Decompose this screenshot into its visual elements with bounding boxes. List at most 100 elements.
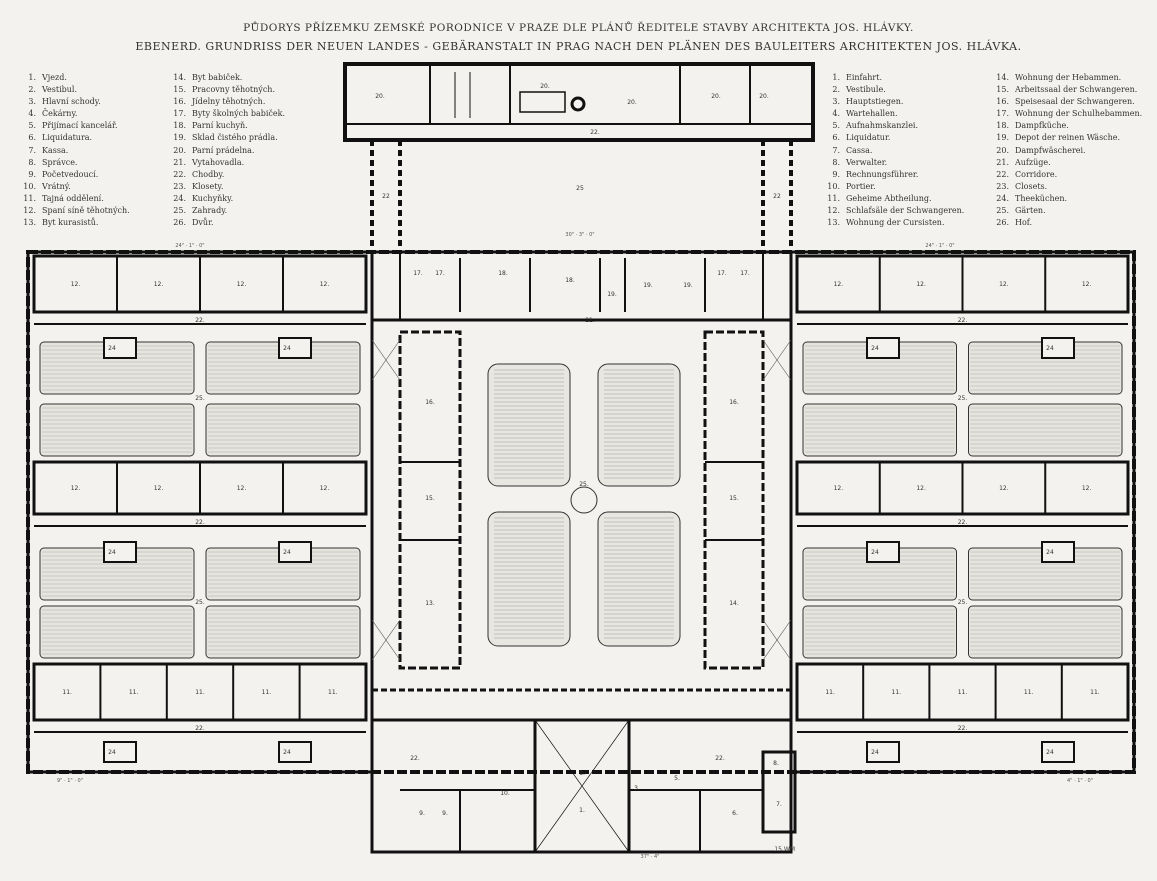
svg-text:15.: 15.	[729, 495, 739, 502]
legend-number: 7.	[28, 145, 36, 155]
legend-czech-col2: 14.Byt babiček.15.Pracovny těhotných.16.…	[172, 72, 285, 229]
legend-german-col1: 1.Einfahrt.2.Vestibule.3.Hauptstiegen.4.…	[826, 72, 964, 229]
legend-text: Geheime Abtheilung.	[846, 193, 932, 203]
right-wing: 12.12.12.12.22.12.12.12.12.22.11.11.11.1…	[795, 254, 1130, 763]
legend-number: 26.	[996, 218, 1009, 228]
central-block: 17.17. 18. 18. 19. 19.19. 17.17. 21. 16.…	[370, 250, 797, 854]
svg-text:18.: 18.	[565, 277, 575, 284]
legend-item: 9.Početvedoucí.	[22, 169, 130, 181]
svg-text:6.: 6.	[732, 810, 738, 817]
svg-text:21.: 21.	[585, 317, 595, 324]
legend-item: 24.Theeküchen.	[995, 193, 1142, 205]
legend-text: Wartehallen.	[846, 109, 898, 119]
legend-text: Pracovny těhotných.	[192, 85, 275, 95]
legend-number: 12.	[827, 206, 840, 216]
legend-text: Kuchyňky.	[192, 193, 234, 203]
legend-text: Corridore.	[1015, 169, 1058, 179]
legend-number: 8.	[832, 157, 840, 167]
legend-number: 10.	[827, 181, 840, 191]
svg-text:25.: 25.	[579, 481, 589, 488]
svg-text:12.: 12.	[320, 281, 330, 288]
legend-text: Byt babiček.	[192, 73, 243, 82]
left-wing: 12.12.12.12.22.12.12.12.12.22.11.11.11.1…	[32, 254, 368, 763]
legend-item: 20.Parní prádelna.	[172, 145, 285, 157]
legend-item: 1.Einfahrt.	[826, 72, 964, 84]
legend-number: 17.	[996, 109, 1009, 119]
svg-text:11.: 11.	[958, 689, 968, 696]
svg-text:12.: 12.	[834, 485, 844, 492]
legend-number: 24.	[996, 193, 1009, 203]
legend-item: 7.Kassa.	[22, 145, 130, 157]
legend-item: 12.Spaní síně těhotných.	[22, 205, 130, 217]
legend-text: Portier.	[846, 181, 876, 191]
legend-item: 20.Dampfwäscherei.	[995, 145, 1142, 157]
legend-item: 6.Liquidatura.	[22, 132, 130, 144]
legend-number: 18.	[173, 121, 186, 131]
legend-number: 6.	[28, 133, 36, 143]
svg-text:12.: 12.	[1082, 485, 1092, 492]
legend-number: 8.	[28, 157, 36, 167]
legend-item: 12. Schlafsäle der Schwangeren.	[826, 205, 964, 217]
svg-text:20.: 20.	[759, 93, 769, 100]
svg-text:22: 22	[773, 193, 781, 200]
legend-item: 19.Depot der reinen Wäsche.	[995, 132, 1142, 144]
svg-text:22.: 22.	[958, 519, 968, 526]
legend-text: Sklad čistého prádla.	[192, 133, 278, 143]
svg-text:11.: 11.	[62, 689, 72, 696]
legend-number: 4.	[832, 109, 840, 119]
svg-text:25.: 25.	[195, 599, 205, 606]
legend-text: Aufzüge.	[1015, 157, 1051, 167]
svg-text:12.: 12.	[999, 281, 1009, 288]
svg-text:11.: 11.	[262, 689, 272, 696]
legend-item: 18. Parní kuchyň.	[172, 120, 285, 132]
svg-text:20.: 20.	[627, 99, 637, 106]
svg-text:24: 24	[108, 345, 116, 352]
legend-text: Vrátný.	[42, 181, 71, 191]
legend-item: 15.Arbeitssaal der Schwangeren.	[995, 84, 1142, 96]
legend-item: 14. Wohnung der Hebammen.	[995, 72, 1142, 84]
legend-text: Byt kurasistů.	[42, 218, 99, 228]
svg-text:17.: 17.	[717, 270, 727, 277]
legend-item: 5.Přijímací kancelář.	[22, 120, 130, 132]
svg-text:24: 24	[108, 749, 116, 756]
legend-text: Parní prádelna.	[192, 145, 255, 155]
legend-number: 3.	[28, 97, 36, 107]
legend-item: 23.Klosety.	[172, 181, 285, 193]
svg-text:12.: 12.	[154, 485, 164, 492]
svg-text:12.: 12.	[320, 485, 330, 492]
legend-text: Dampfwäscherei.	[1015, 145, 1086, 155]
legend-german-col2: 14. Wohnung der Hebammen. 15.Arbeitssaal d…	[995, 72, 1142, 229]
svg-text:25.: 25.	[958, 395, 968, 402]
legend-item: 7.Cassa.	[826, 145, 964, 157]
north-courtyard: 22 22 25 30" · 3" · 0"	[370, 140, 793, 248]
svg-text:3.: 3.	[634, 785, 640, 792]
svg-text:12.: 12.	[999, 485, 1009, 492]
legend-number: 19.	[173, 133, 186, 143]
legend-number: 14.	[996, 73, 1009, 82]
svg-text:4" · 1" · 0": 4" · 1" · 0"	[1067, 778, 1093, 784]
legend-number: 22.	[173, 169, 186, 179]
legend-number: 10.	[23, 181, 36, 191]
legend-item: 4. Wartehallen.	[826, 108, 964, 120]
legend-text: Einfahrt.	[846, 73, 883, 82]
legend-item: 23.Closets.	[995, 181, 1142, 193]
legend-text: Liquidatur.	[846, 133, 891, 143]
legend-text: Byty školných babiček.	[192, 109, 286, 119]
legend-text: Rechnungsführer.	[846, 169, 919, 179]
legend-text: Wohnung der Hebammen.	[1015, 73, 1122, 82]
legend-text: Speisesaal der Schwangeren.	[1015, 97, 1135, 107]
legend-item: 11.Geheime Abtheilung.	[826, 193, 964, 205]
legend-text: Spaní síně těhotných.	[42, 206, 130, 216]
legend-number: 9.	[832, 169, 840, 179]
laundry-wing: 20. 20. 20. 20. 20. 22.	[343, 62, 815, 142]
svg-text:22: 22	[382, 193, 390, 200]
legend-number: 2.	[832, 85, 840, 95]
svg-text:11.: 11.	[195, 689, 205, 696]
legend-text: Schlafsäle der Schwangeren.	[846, 206, 965, 216]
legend-item: 18.Dampfküche.	[995, 120, 1142, 132]
svg-text:22.: 22.	[958, 725, 968, 732]
legend-text: Verwalter.	[846, 157, 888, 167]
legend-number: 2.	[28, 85, 36, 95]
legend-text: Parní kuchyň.	[192, 121, 248, 131]
